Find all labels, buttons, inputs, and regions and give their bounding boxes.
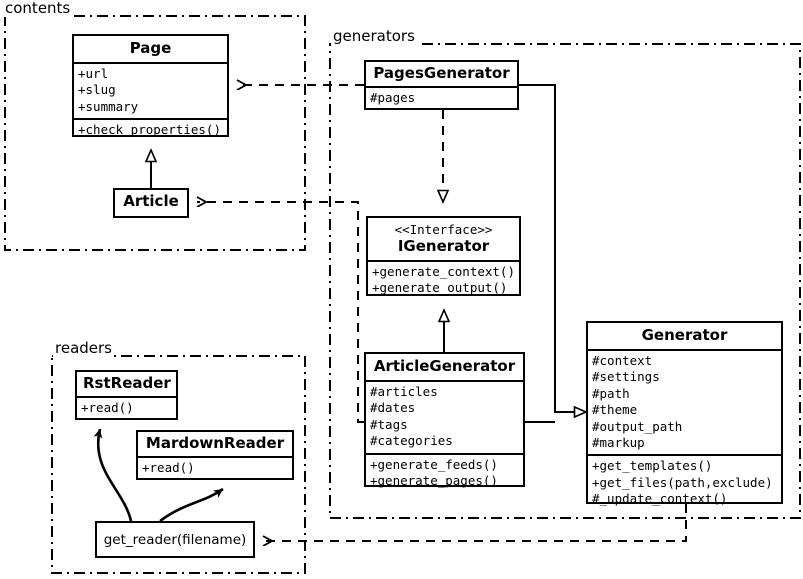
relation-get-reader-returns-rstreader: [93, 428, 133, 522]
class-box-pagesgenerator[interactable]: PagesGenerator #pages: [364, 60, 519, 110]
package-label-readers: readers: [53, 339, 114, 357]
class-name-generator: Generator: [641, 326, 728, 344]
class-box-rstreader[interactable]: RstReader +read(): [75, 370, 178, 420]
attribute-row: #pages: [370, 90, 416, 105]
attribute-row: #tags: [370, 416, 408, 432]
attribute-row: #context: [592, 353, 653, 368]
attribute-row: #output_path: [592, 418, 683, 434]
attribute-row: #markup: [592, 435, 645, 451]
relation-get-reader-returns-mardownreader: [159, 487, 224, 523]
class-operations-igenerator: +generate_context() +generate_output(): [368, 260, 519, 300]
operation-row: +check_properties(): [78, 122, 221, 138]
attribute-row: +slug: [78, 82, 116, 98]
operation-row: +generate_feeds(): [370, 456, 498, 472]
class-operations-articlegenerator: +generate_feeds() +generate_pages(): [366, 452, 523, 493]
function-box-get-reader[interactable]: get_reader(filename): [95, 521, 255, 558]
relation-articlegenerator-uses-article: [197, 202, 364, 423]
class-name-rstreader: RstReader: [83, 374, 171, 392]
class-name-pagesgenerator: PagesGenerator: [373, 64, 510, 82]
class-box-page[interactable]: Page +url +slug +summary +check_properti…: [72, 34, 229, 137]
class-operations-page: +check_properties(): [74, 118, 227, 141]
attribute-row: #categories: [370, 433, 453, 449]
class-box-articlegenerator[interactable]: ArticleGenerator #articles #dates #tags …: [364, 352, 525, 488]
attribute-row: #theme: [592, 402, 638, 418]
class-attributes-articlegenerator: #articles #dates #tags #categories: [366, 380, 523, 453]
operation-row: +read(): [81, 400, 134, 415]
attribute-row: +url: [78, 66, 109, 81]
class-operations-mardownreader: +read(): [138, 456, 292, 479]
class-box-article[interactable]: Article: [113, 188, 189, 218]
class-box-igenerator[interactable]: <<Interface>> IGenerator +generate_conte…: [366, 216, 521, 296]
attribute-row: #articles: [370, 384, 438, 399]
class-stereotype-igenerator: <<Interface>>: [394, 222, 493, 237]
class-name-igenerator: IGenerator: [397, 237, 490, 255]
operation-row: +read(): [142, 460, 195, 475]
operation-row: +generate_output(): [372, 280, 508, 296]
operation-row: +generate_context(): [372, 264, 515, 279]
class-name-page: Page: [129, 39, 172, 57]
attribute-row: #path: [592, 385, 630, 401]
operation-row: +generate_pages(): [370, 473, 498, 489]
class-box-generator[interactable]: Generator #context #settings #path #them…: [586, 321, 783, 506]
class-name-mardownreader: MardownReader: [145, 434, 285, 452]
relation-generators-extend-generator: [519, 84, 586, 423]
operation-row: #_update_context(): [592, 491, 728, 507]
class-name-articlegenerator: ArticleGenerator: [373, 357, 516, 375]
class-name-article: Article: [123, 192, 179, 210]
package-label-generators: generators: [331, 27, 417, 45]
class-operations-rstreader: +read(): [77, 396, 176, 419]
class-operations-generator: +get_templates() +get_files(path,exclude…: [588, 454, 781, 510]
package-label-contents: contents: [3, 0, 73, 17]
attribute-row: #settings: [592, 369, 660, 385]
class-attributes-pagesgenerator: #pages: [366, 86, 517, 109]
class-attributes-page: +url +slug +summary: [74, 62, 227, 118]
class-box-mardownreader[interactable]: MardownReader +read(): [136, 430, 294, 480]
class-attributes-generator: #context #settings #path #theme #output_…: [588, 349, 781, 454]
operation-row: +get_templates(): [592, 458, 713, 474]
attribute-row: #dates: [370, 400, 416, 416]
attribute-row: +summary: [78, 98, 139, 114]
operation-row: +get_files(path,exclude): [592, 474, 773, 490]
